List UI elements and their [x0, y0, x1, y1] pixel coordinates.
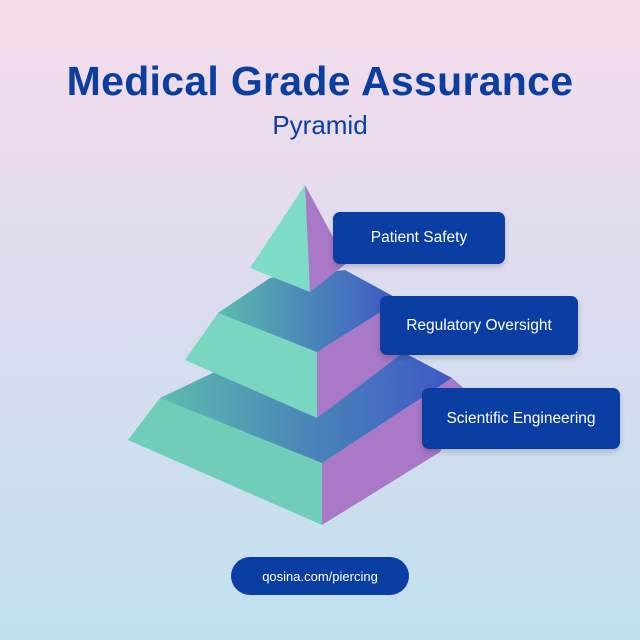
page-subtitle: Pyramid — [272, 110, 368, 140]
level-label-scientific-engineering: Scientific Engineering — [422, 388, 620, 449]
level-label-regulatory-oversight: Regulatory Oversight — [380, 296, 578, 355]
pyramid-tier-top — [250, 185, 347, 292]
level-label-patient-safety: Patient Safety — [333, 212, 505, 264]
website-link[interactable]: qosina.com/piercing — [231, 557, 409, 595]
page-title: Medical Grade Assurance — [66, 58, 574, 104]
